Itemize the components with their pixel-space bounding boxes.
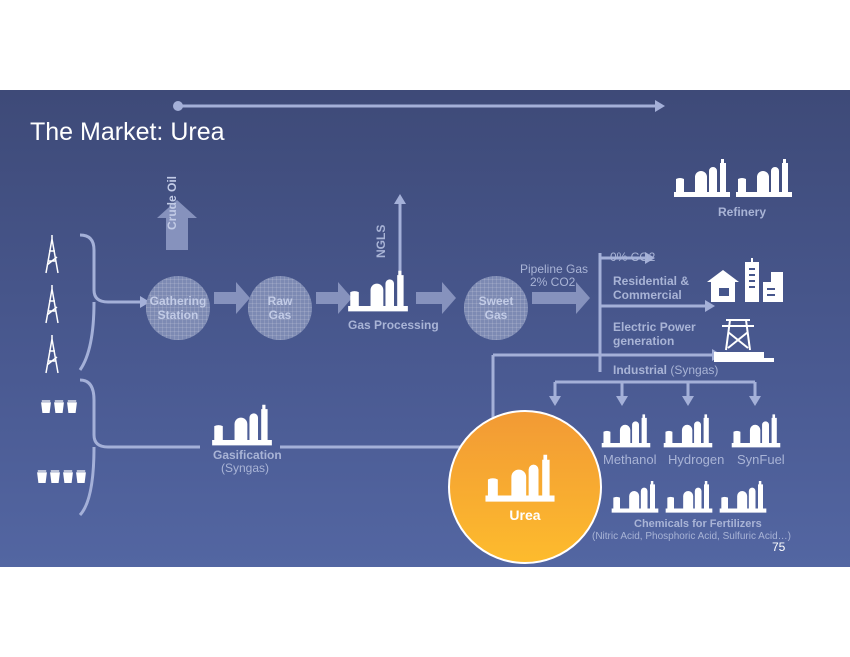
pipeline-co2-label: 2% CO2 xyxy=(530,275,576,289)
industrial-title: Industrial xyxy=(613,363,668,377)
chemicals-label: Chemicals for Fertilizers xyxy=(634,518,762,530)
pipeline-gas-label: Pipeline Gas xyxy=(520,262,589,276)
buildings-icon xyxy=(707,258,783,302)
gasification-label: Gasification xyxy=(213,448,282,462)
coal-cart-icons xyxy=(37,400,86,483)
crude-oil-label: Crude Oil xyxy=(165,175,179,230)
slide: The Market: Urea Crude Oil NGLS Refinery… xyxy=(0,90,850,567)
arrowheads xyxy=(140,100,761,406)
gasification-plant-icon xyxy=(212,404,272,446)
synfuel-plant-icon xyxy=(731,414,781,448)
refinery-label: Refinery xyxy=(718,205,767,219)
methanol-label: Methanol xyxy=(603,452,657,467)
electric-power-label: Electric Power generation xyxy=(613,320,696,348)
crude-oil-arrow xyxy=(157,200,197,250)
page-number: 75 xyxy=(772,540,786,554)
raw-gas-node: Raw Gas xyxy=(248,276,312,340)
gas-processing-icon xyxy=(348,270,408,312)
fertilizer-plants-icons xyxy=(611,481,767,513)
gathering-station-node: Gathering Station xyxy=(146,276,210,340)
ngls-label: NGLS xyxy=(374,224,388,258)
hydrogen-plant-icon xyxy=(663,414,713,448)
urea-highlight: Urea xyxy=(448,410,602,564)
block-arrows xyxy=(214,282,590,314)
urea-plant-icon xyxy=(485,454,555,502)
coal-brace xyxy=(78,378,200,517)
oil-rig-icons xyxy=(45,235,59,374)
hydrogen-label: Hydrogen xyxy=(668,452,725,467)
methanol-plant-icon xyxy=(601,414,651,448)
wells-brace xyxy=(78,233,140,371)
gas-processing-label: Gas Processing xyxy=(348,318,439,332)
sweet-gas-node: Sweet Gas xyxy=(464,276,528,340)
gasification-sub-label: (Syngas) xyxy=(221,461,270,475)
industrial-sub: (Syngas) xyxy=(670,363,719,377)
residential-label: Residential & Commercial xyxy=(613,274,690,302)
urea-label: Urea xyxy=(509,507,541,523)
zero-co2-label: 0% CO2 xyxy=(610,250,656,264)
industrial-label: Industrial (Syngas) xyxy=(613,363,718,377)
chemicals-sub-label: (Nitric Acid, Phosphoric Acid, Sulfuric … xyxy=(592,531,791,542)
power-plant-icon xyxy=(714,319,774,362)
synfuel-label: SynFuel xyxy=(737,452,785,467)
slide-title: The Market: Urea xyxy=(30,118,225,146)
refinery-icon xyxy=(674,159,792,197)
